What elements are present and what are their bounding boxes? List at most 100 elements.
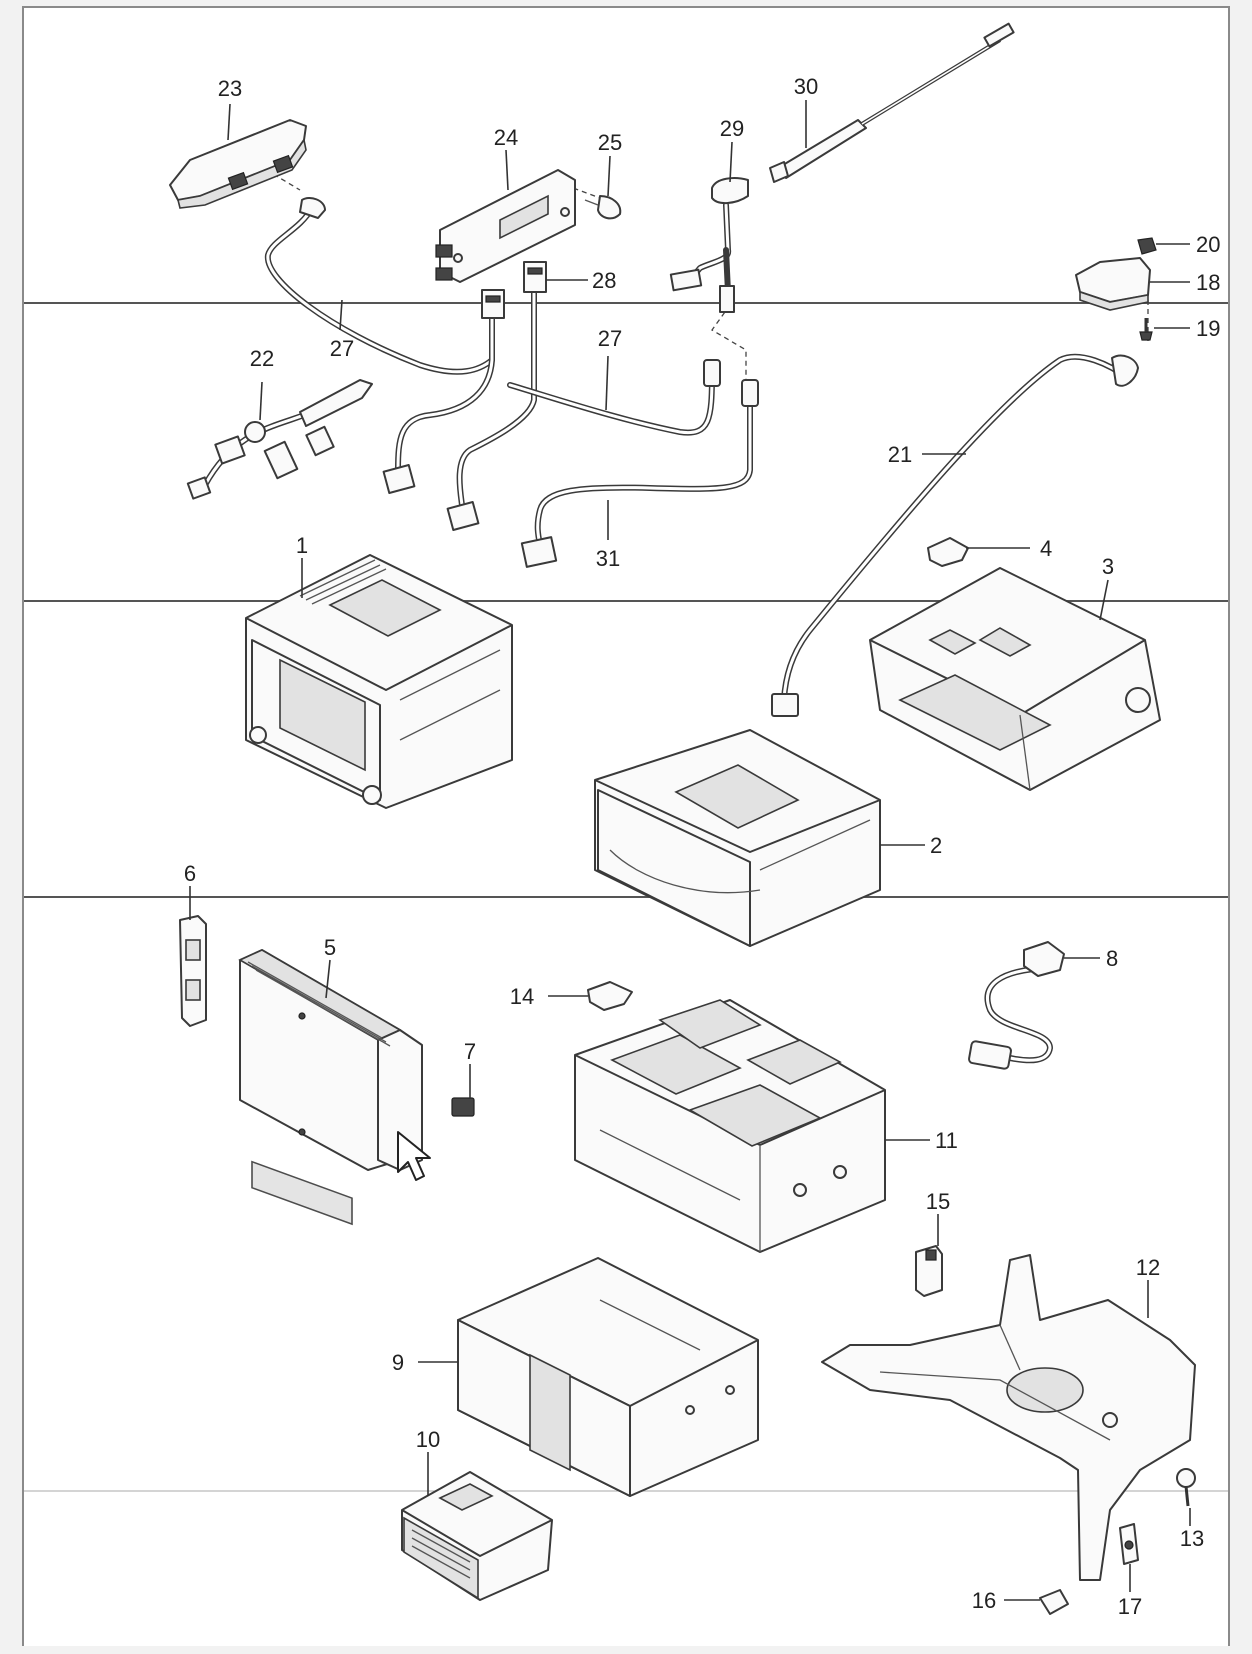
callout-17: 17 [1118,1564,1142,1619]
callout-23: 23 [218,76,242,141]
callout-label: 23 [218,76,242,101]
part-11-cd-changer-frame [574,999,886,1253]
callout-label: 21 [888,442,912,467]
callout-label: 15 [926,1189,950,1214]
part-28-connectors [382,261,547,531]
cable-31 [534,392,753,548]
part-5-amplifier [238,949,423,1226]
part-23-antenna-amplifier [169,119,326,219]
callout-21: 21 [888,442,966,467]
callout-label: 1 [296,533,308,558]
callout-label: 27 [330,336,354,361]
part-18-amplifier [1075,257,1151,387]
callout-label: 31 [596,546,620,571]
part-8-sensor [968,941,1065,1070]
callout-1: 1 [296,533,308,598]
callout-9: 9 [392,1350,458,1375]
callout-20: 20 [1156,232,1220,257]
callout-22: 22 [250,346,274,421]
part-14-clip [587,981,633,1011]
callout-28: 28 [546,268,616,293]
assembly-dash-23 [257,164,301,191]
part-10-magazine [401,1471,553,1601]
part-2-navigation-drive [594,729,881,947]
callout-label: 29 [720,116,744,141]
assembly-dash-25 [564,184,601,199]
callout-27-lower: 27 [598,326,622,411]
mouse-cursor-icon [397,1131,431,1181]
part-13-bolt [1176,1468,1196,1507]
callout-19: 19 [1154,316,1220,341]
part-17-clip-nut [1119,1523,1139,1565]
part-19-screw [1139,318,1153,341]
part-1-radio-navigation-unit [245,554,513,809]
callout-31: 31 [596,500,620,571]
callout-label: 28 [592,268,616,293]
callout-2: 2 [880,833,942,858]
callout-label: 4 [1040,536,1052,561]
part-3-mounting-frame [869,567,1161,791]
callout-25: 25 [598,130,622,197]
callout-label: 6 [184,861,196,886]
callout-label: 3 [1102,554,1114,579]
callout-label: 16 [972,1588,996,1613]
callout-label: 27 [598,326,622,351]
callout-label: 9 [392,1350,404,1375]
callout-label: 13 [1180,1526,1204,1551]
part-29-splitter [669,177,749,313]
part-9-cd-changer [457,1257,759,1497]
part-12-support-bracket [821,1254,1196,1581]
callout-11: 11 [885,1128,958,1153]
callout-14: 14 [510,984,588,1009]
callout-5: 5 [324,935,336,999]
callout-6: 6 [184,861,196,920]
callout-label: 10 [416,1427,440,1452]
callout-label: 18 [1196,270,1220,295]
callout-24: 24 [494,125,518,191]
callout-label: 14 [510,984,534,1009]
callout-3: 3 [1099,554,1114,621]
part-7-connector [451,1097,475,1117]
part-27-plugs [703,359,759,407]
part-22-harness [186,379,373,500]
part-31-plug [520,536,558,568]
callout-label: 19 [1196,316,1220,341]
callout-12: 12 [1136,1255,1160,1318]
part-4-clip [927,537,969,567]
callout-label: 2 [930,833,942,858]
callout-label: 11 [935,1128,958,1153]
assembly-dash-29 [711,304,747,380]
part-15-holder [915,1245,943,1297]
part-24-bracket-module [435,169,576,283]
part-20-nut [1137,237,1157,255]
cable-29-a [687,202,732,283]
callout-label: 5 [324,935,336,960]
callout-label: 25 [598,130,622,155]
callout-15: 15 [926,1189,950,1246]
callout-27-upper: 27 [330,299,354,361]
callout-label: 12 [1136,1255,1160,1280]
part-25-screw [584,195,622,220]
callout-30: 30 [794,74,818,148]
callout-label: 22 [250,346,274,371]
part-21-plug [771,693,799,717]
callout-label: 8 [1106,946,1118,971]
callout-16: 16 [972,1588,1040,1613]
callout-13: 13 [1180,1508,1204,1551]
part-16-screw [1039,1589,1069,1615]
callout-29: 29 [720,116,744,183]
callout-4: 4 [966,536,1052,561]
callout-label: 20 [1196,232,1220,257]
part-6-bracket [179,915,207,1027]
callout-label: 30 [794,74,818,99]
callout-8: 8 [1064,946,1118,971]
callout-label: 17 [1118,1594,1142,1619]
cable-27-lower [507,369,715,436]
callouts: 1 2 3 4 5 6 7 8 [184,74,1221,1619]
callout-label: 24 [494,125,518,150]
callout-10: 10 [416,1427,440,1496]
callout-7: 7 [464,1039,476,1098]
callout-label: 7 [464,1039,476,1064]
callout-18: 18 [1150,270,1220,295]
